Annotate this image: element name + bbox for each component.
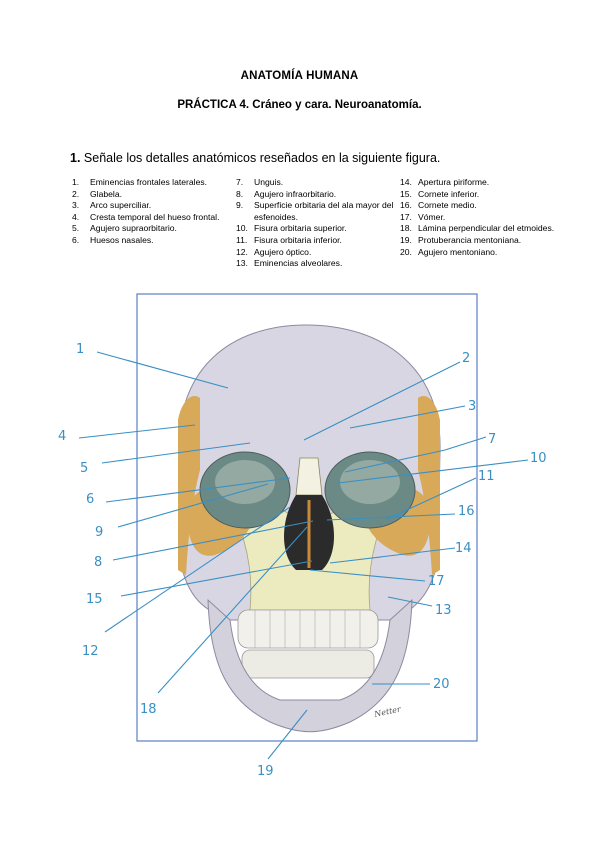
list-item: 14. Apertura piriforme. [400, 177, 563, 189]
list-item-number: 13. [236, 258, 248, 269]
label-17: 17 [428, 574, 445, 589]
question-body: Señale los detalles anatómicos reseñados… [83, 151, 441, 165]
list-item-number: 9. [236, 200, 244, 211]
list-item-text: Agujero infraorbitario. [254, 188, 337, 199]
list-item-text: Arco superciliar. [90, 200, 152, 211]
list-item-number: 14. [400, 177, 412, 187]
label-5: 5 [80, 461, 88, 476]
list-item: 5. Agujero supraorbitario. [72, 223, 240, 235]
list-item-text: Cresta temporal del hueso frontal. [90, 211, 220, 222]
list-item-text: Eminencias frontales laterales. [90, 177, 208, 187]
label-13: 13 [435, 603, 452, 618]
list-item-text: Agujero óptico. [254, 246, 312, 257]
list-item-number: 20. [400, 246, 412, 257]
label-9: 9 [95, 525, 103, 540]
label-1: 1 [76, 342, 84, 357]
label-8: 8 [94, 555, 102, 570]
list-item-number: 18. [400, 223, 412, 234]
list-item-text: Fisura orbitaria superior. [254, 223, 347, 234]
lower-teeth [241, 649, 375, 679]
list-item-text: Unguis. [254, 177, 284, 187]
list-item: 16. Cornete medio. [400, 200, 563, 212]
label-12: 12 [82, 644, 99, 659]
list-item-text: Fisura orbitaria inferior. [254, 234, 342, 245]
list-item: 13. Eminencias alveolares. [236, 258, 400, 270]
label-3: 3 [468, 399, 476, 414]
label-15: 15 [86, 592, 103, 607]
label-19: 19 [257, 764, 274, 779]
list-item-number: 15. [400, 188, 412, 199]
label-7: 7 [488, 432, 496, 447]
list-item-number: 6. [72, 234, 80, 245]
list-item-number: 11. [236, 234, 248, 245]
temporal-region-left [178, 396, 200, 575]
document-title: ANATOMÍA HUMANA [240, 70, 359, 82]
label-4: 4 [58, 429, 66, 444]
list-item-number: 19. [400, 234, 412, 245]
list-item-text: Huesos nasales. [90, 234, 154, 245]
list-item-text: Superficie orbitaria del ala mayor del e… [254, 200, 394, 222]
list-item-number: 12. [236, 246, 248, 257]
list-item-text: Vómer. [418, 211, 446, 222]
label-18: 18 [140, 702, 157, 717]
list-column-3: 14. Apertura piriforme. 15. Cornete inferio… [400, 177, 563, 258]
list-item: 4. Cresta temporal del hueso frontal. [72, 212, 240, 224]
label-10: 10 [530, 451, 547, 466]
label-11: 11 [478, 469, 495, 484]
list-item: 7. Unguis. [236, 177, 400, 189]
list-item-text: Cornete inferior. [418, 188, 480, 199]
list-item-number: 16. [400, 200, 412, 211]
label-20: 20 [433, 677, 450, 692]
question-number: 1. [70, 151, 81, 165]
list-item: 18. Lámina perpendicular del etmoides. [400, 223, 563, 235]
list-item-text: Glabela. [90, 188, 123, 199]
nasal-bones [295, 457, 323, 496]
list-item-text: Apertura piriforme. [418, 177, 490, 187]
temporal-region-right [418, 396, 440, 575]
list-item: 9. Superficie orbitaria del ala mayor del… [236, 200, 400, 223]
list-item-number: 7. [236, 177, 244, 187]
list-item: 10. Fisura orbitaria superior. [236, 223, 400, 235]
list-item: 6. Huesos nasales. [72, 235, 240, 247]
label-14: 14 [455, 541, 472, 556]
list-item-number: 10. [236, 223, 248, 234]
list-item-number: 4. [72, 211, 80, 222]
list-column-1: 1. Eminencias frontales laterales. 2. Glabe… [72, 177, 240, 247]
list-item-number: 8. [236, 188, 244, 199]
list-item: 8. Agujero infraorbitario. [236, 189, 400, 201]
list-item-text: Eminencias alveolares. [254, 258, 343, 269]
list-item: 3. Arco superciliar. [72, 200, 240, 212]
list-item: 20. Agujero mentoniano. [400, 247, 563, 259]
practice-subtitle: PRÁCTICA 4. Cráneo y cara. Neuroanatomía… [177, 99, 422, 111]
list-item-text: Cornete medio. [418, 200, 477, 211]
label-2: 2 [462, 351, 470, 366]
question-text: 1. Señale los detalles anatómicos reseña… [70, 151, 440, 165]
list-item: 1. Eminencias frontales laterales. [72, 177, 240, 189]
list-item: 15. Cornete inferior. [400, 189, 563, 201]
list-item: 2. Glabela. [72, 189, 240, 201]
label-16: 16 [458, 504, 475, 519]
list-item-text: Agujero mentoniano. [418, 246, 498, 257]
list-item-number: 3. [72, 200, 80, 211]
upper-teeth [237, 609, 379, 649]
list-item: 11. Fisura orbitaria inferior. [236, 235, 400, 247]
list-item: 17. Vómer. [400, 212, 563, 224]
list-column-2: 7. Unguis. 8. Agujero infraorbitario. 9. Supe… [236, 177, 400, 270]
list-item-number: 17. [400, 211, 412, 222]
list-item-text: Lámina perpendicular del etmoides. [418, 223, 555, 234]
label-6: 6 [86, 492, 94, 507]
list-item-text: Agujero supraorbitario. [90, 223, 177, 234]
list-item: 19. Protuberancia mentoniana. [400, 235, 563, 247]
list-item-text: Protuberancia mentoniana. [418, 234, 522, 245]
list-item-number: 5. [72, 223, 80, 234]
list-item-number: 2. [72, 188, 80, 199]
list-item-number: 1. [72, 177, 80, 187]
list-item: 12. Agujero óptico. [236, 247, 400, 259]
